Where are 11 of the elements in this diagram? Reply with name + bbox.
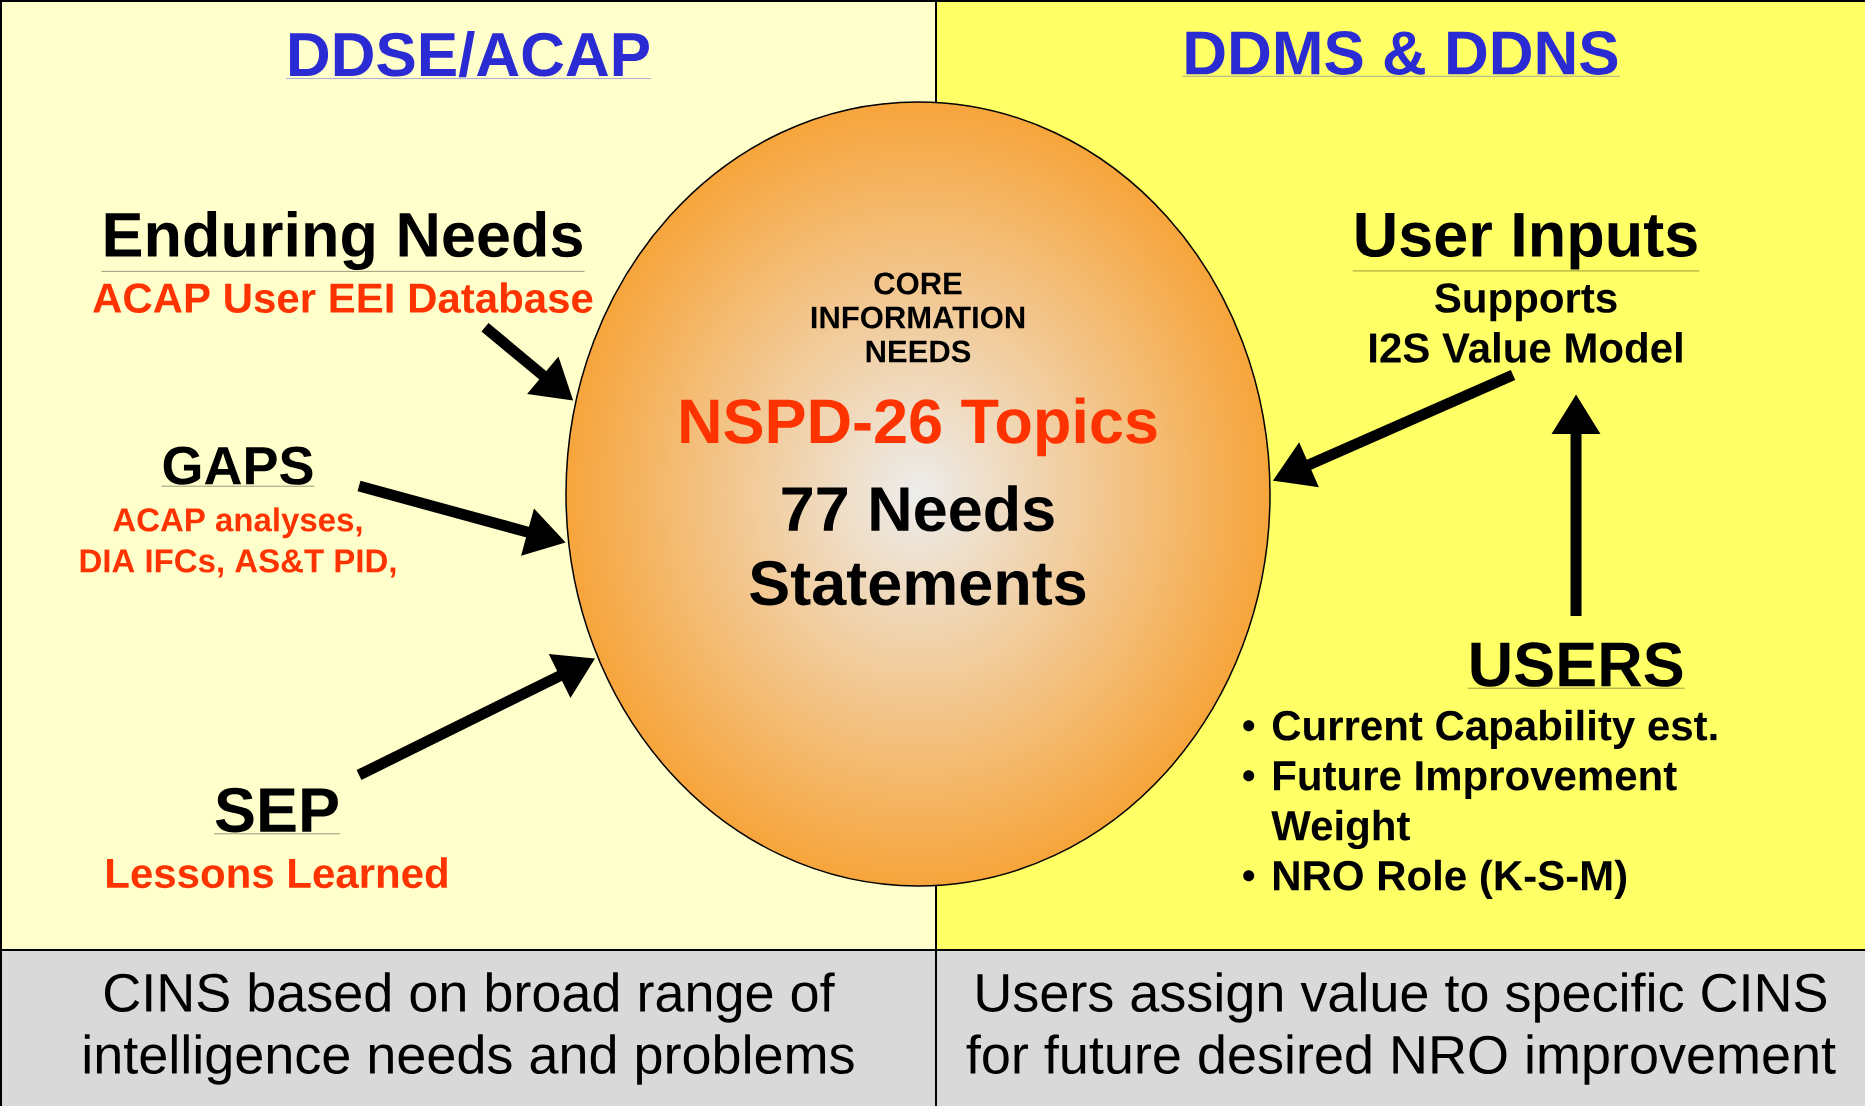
node-label: CINS based on broad range of intelligence needs and problems: [84, 972, 854, 1085]
caption-box: Users assign value to specific CINS for future desired NRO improvement: [935, 949, 1865, 1106]
caption-box: CINS based on broad range of intelligence needs and problems: [0, 949, 937, 1106]
text-block: GAPS ACAP analyses, DIA IFCs, AS&T PID,: [80, 446, 396, 578]
node-label: Current Capability est.: [1272, 709, 1717, 749]
node-label: Future Improvement Weight: [1271, 761, 1677, 850]
text-block: SEP Lessons Learned: [107, 787, 447, 889]
node-label: USERS: [1471, 642, 1683, 687]
node-label: NRO Role (K-S-M): [1274, 859, 1627, 899]
node-label: Users assign value to specific CINS for future desired NRO improvement: [966, 972, 1836, 1085]
text-block: User Inputs Supports I2S Value Model: [1352, 213, 1700, 363]
